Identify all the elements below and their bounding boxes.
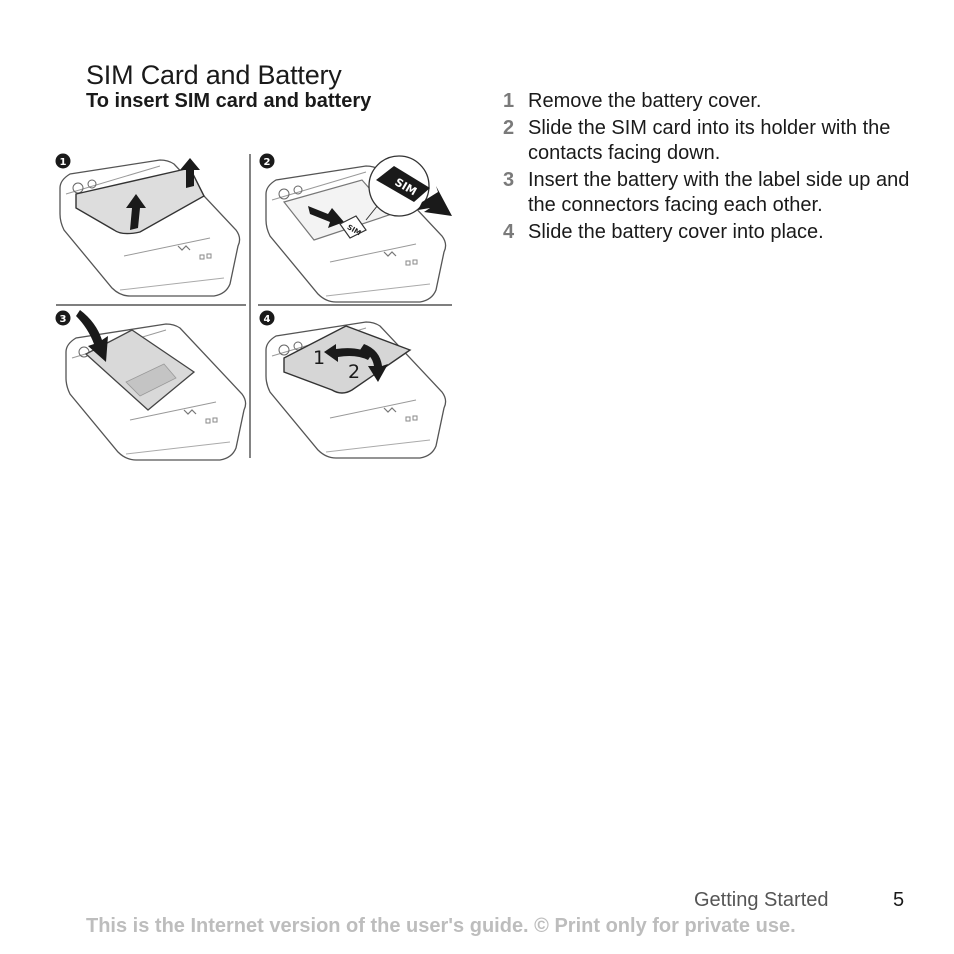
panel-2: 2 SIM SIM <box>259 153 452 303</box>
push-arrow-icon <box>324 344 372 362</box>
step-text: Slide the battery cover into place. <box>528 221 824 243</box>
step-text: Insert the battery with the label side u… <box>528 169 910 216</box>
place-battery-arrow-icon <box>76 310 108 362</box>
step-item: 4 Slide the battery cover into place. <box>503 220 923 245</box>
step-badge-4-label: 4 <box>264 314 271 325</box>
press-arrow-icon <box>360 344 388 382</box>
step-number: 3 <box>503 169 515 191</box>
slide-out-arrow-icon <box>418 186 452 216</box>
lift-arrow-icon <box>126 194 146 230</box>
motion-label-2: 2 <box>348 361 360 383</box>
step-badge-3 <box>55 310 71 326</box>
step-text: Remove the battery cover. <box>528 90 762 112</box>
section-subtitle: To insert SIM card and battery <box>86 90 372 112</box>
remove-arrow-icon <box>180 158 200 188</box>
motion-label-1: 1 <box>313 347 325 369</box>
panel-1: 1 <box>55 153 241 297</box>
footer-section-name: Getting Started <box>694 889 829 911</box>
instruction-figure: 1 2 SIM SIM 3 <box>52 150 462 462</box>
insert-arrow-icon <box>308 206 344 228</box>
panel-4: 4 1 2 <box>259 310 447 459</box>
step-badge-3-label: 3 <box>60 314 67 325</box>
panel-3: 3 <box>55 310 247 461</box>
step-badge-1-label: 1 <box>60 157 67 168</box>
sim-card-large <box>376 166 430 202</box>
step-number: 4 <box>503 221 515 243</box>
footer-disclaimer: This is the Internet version of the user… <box>86 915 796 937</box>
step-text: Slide the SIM card into its holder with … <box>528 117 891 164</box>
battery <box>84 329 196 411</box>
step-badge-4 <box>259 310 275 326</box>
instruction-illustration: 1 2 SIM SIM 3 <box>55 153 452 461</box>
step-item: 3 Insert the battery with the label side … <box>503 168 923 218</box>
step-number: 2 <box>503 117 515 139</box>
sim-card-small <box>339 215 367 239</box>
step-badge-2 <box>259 153 275 169</box>
page-number: 5 <box>893 889 905 911</box>
step-item: 1 Remove the battery cover. <box>503 89 923 114</box>
step-badge-2-label: 2 <box>264 157 271 168</box>
step-number: 1 <box>503 90 515 112</box>
battery-label <box>125 363 177 397</box>
step-badge-1 <box>55 153 71 169</box>
step-item: 2 Slide the SIM card into its holder with… <box>503 116 923 166</box>
page-title: SIM Card and Battery <box>86 60 342 91</box>
instruction-steps: 1 Remove the battery cover. 2 Slide the SI… <box>503 89 923 247</box>
